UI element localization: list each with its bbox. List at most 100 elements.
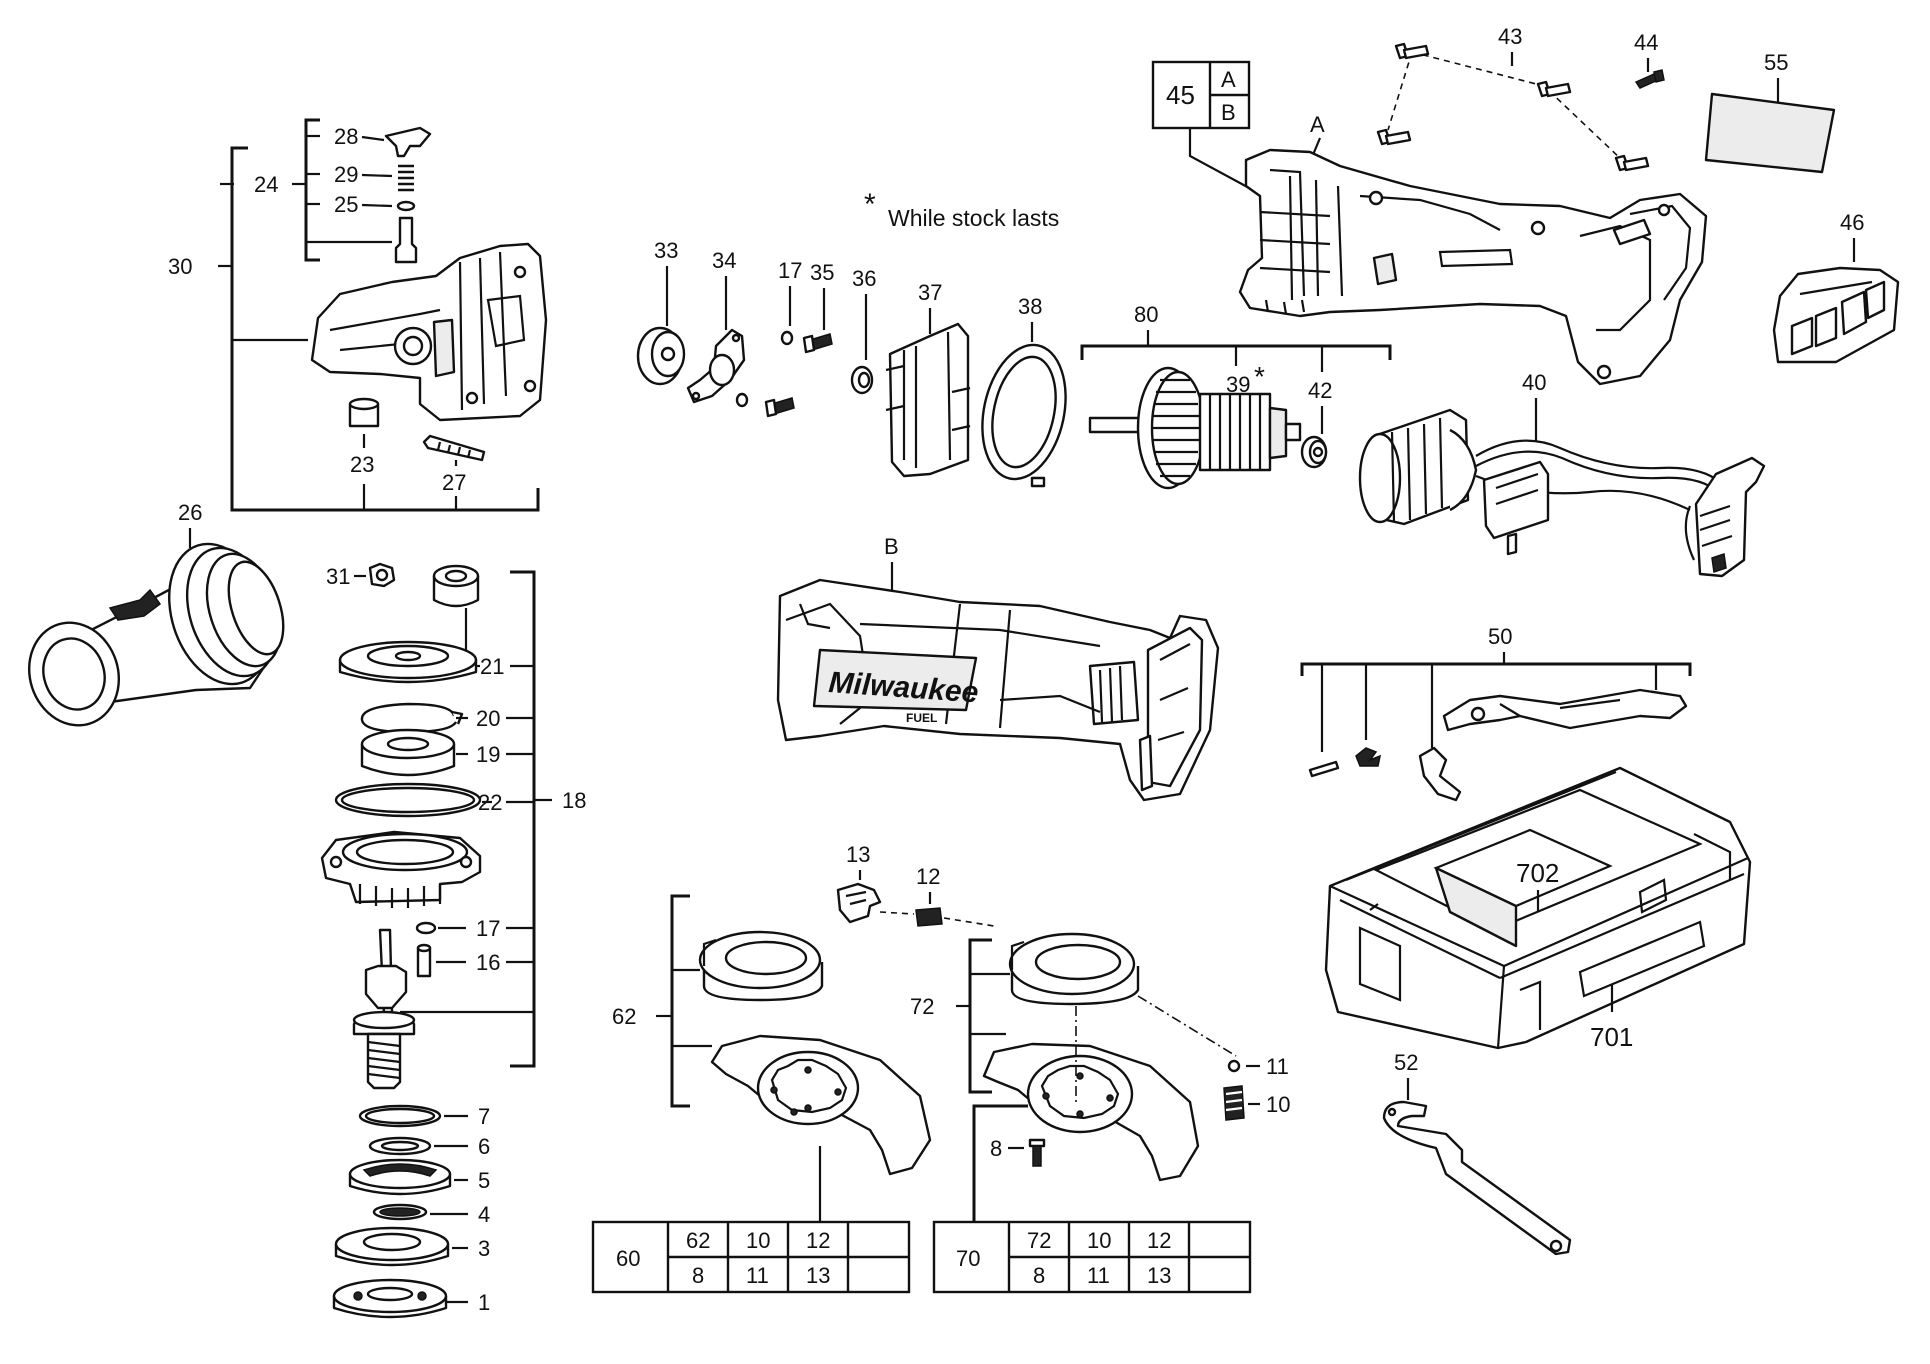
callout-26: 26 [178, 500, 202, 525]
callout-55: 55 [1764, 50, 1788, 75]
callout-40: 40 [1522, 370, 1546, 395]
callout-28: 28 [334, 124, 358, 149]
bracket-72 [968, 938, 992, 1094]
callout-35: 35 [810, 260, 834, 285]
gear-case-group: 24 30 28 29 25 [168, 118, 548, 512]
table-60-r2c3: 13 [806, 1263, 830, 1288]
box-45-bottom: B [1221, 100, 1236, 125]
table-60-r2c2: 11 [746, 1263, 769, 1288]
spindle-lock-button [384, 126, 432, 158]
spindle-group: 18 31 21 20 19 22 [320, 562, 586, 1319]
callout-4: 4 [478, 1202, 490, 1227]
spindle-washer [415, 921, 437, 935]
carry-case: 702 701 [1324, 766, 1752, 1052]
table-70-r2c2: 11 [1087, 1263, 1110, 1288]
callout-42: 42 [1308, 378, 1332, 403]
motor-housing [776, 578, 1220, 802]
table-70-r2c3: 13 [1147, 1263, 1171, 1288]
callout-30: 30 [168, 254, 192, 279]
table-70-r1c3: 12 [1147, 1228, 1171, 1253]
table-60-r1c3: 12 [806, 1228, 830, 1253]
callout-31: 31 [326, 564, 350, 589]
table-70-r1c2: 10 [1087, 1228, 1111, 1253]
callout-44: 44 [1634, 30, 1658, 55]
spanner-body [1382, 1100, 1572, 1256]
armature-shaft [1088, 416, 1146, 434]
housing-half-b: B Milwaukee FUEL [776, 534, 1220, 802]
retaining-ring [360, 702, 458, 734]
switch-module [1694, 456, 1766, 578]
baffle-37 [888, 322, 970, 478]
callout-13: 13 [846, 842, 870, 867]
spanner-wrench: 52 [1382, 1050, 1572, 1256]
switch-spring [1355, 747, 1382, 767]
callout-3: 3 [478, 1236, 490, 1261]
lock-o-ring [396, 200, 416, 212]
side-handle: 26 [27, 500, 285, 727]
callout-43: 43 [1498, 24, 1522, 49]
callout-B: B [884, 534, 899, 559]
table-60: 60 62 10 12 8 11 13 [591, 1220, 911, 1294]
table-60-r1c1: 62 [686, 1228, 710, 1253]
callout-1: 1 [478, 1290, 490, 1315]
callout-24: 24 [254, 172, 278, 197]
paddle-switch [1442, 688, 1688, 732]
callout-34: 34 [712, 248, 736, 273]
callout-701: 701 [1590, 1022, 1633, 1052]
box-45-top: A [1221, 67, 1236, 92]
callout-17-spindle: 17 [476, 916, 500, 941]
callout-7: 7 [478, 1104, 490, 1129]
battery-latch-plate: 46 [1772, 210, 1900, 364]
lock-spring [398, 164, 414, 192]
detent-ball [1227, 1059, 1241, 1073]
label-plate [1704, 92, 1836, 174]
callout-38: 38 [1018, 294, 1042, 319]
table-60-r1c2: 10 [746, 1228, 770, 1253]
callout-18: 18 [562, 788, 586, 813]
callout-80: 80 [1134, 302, 1158, 327]
callout-A: A [1310, 112, 1325, 137]
table-70-r1c1: 72 [1027, 1228, 1051, 1253]
footnote: * While stock lasts [864, 188, 1059, 231]
guard-screw [1028, 1138, 1046, 1148]
callout-16: 16 [476, 950, 500, 975]
callout-12: 12 [916, 864, 940, 889]
callout-10: 10 [1266, 1092, 1290, 1117]
callout-62: 62 [612, 1004, 636, 1029]
callout-27: 27 [442, 470, 466, 495]
callout-20: 20 [476, 706, 500, 731]
armature-group: 80 39 * 42 [1080, 302, 1392, 490]
callout-37: 37 [918, 280, 942, 305]
callout-50: 50 [1488, 624, 1512, 649]
lock-off-lever [1418, 746, 1462, 802]
bracket-30 [230, 146, 540, 512]
table-60-id: 60 [616, 1246, 640, 1271]
housing-a-shell [1238, 148, 1708, 386]
callout-36: 36 [852, 266, 876, 291]
brand-series: FUEL [906, 711, 937, 725]
latch-spring [915, 907, 943, 927]
callout-8: 8 [990, 1136, 1002, 1161]
bracket-62 [670, 894, 690, 1108]
guard-72-group: 72 11 10 8 [910, 932, 1290, 1222]
armature-core [1198, 392, 1272, 472]
callout-19: 19 [476, 742, 500, 767]
housing-half-a: A [1238, 112, 1708, 386]
table-70: 70 72 10 12 8 11 13 [932, 1220, 1252, 1294]
stator-electronics: 40 [1358, 370, 1766, 578]
brand-plate [812, 648, 978, 712]
callout-702: 702 [1516, 858, 1559, 888]
callout-6: 6 [478, 1134, 490, 1159]
leader-45 [1188, 128, 1265, 197]
box-45-main: 45 [1166, 80, 1195, 110]
callout-22: 22 [478, 790, 502, 815]
callout-52: 52 [1394, 1050, 1418, 1075]
paddle-switch-group: 50 [1300, 624, 1692, 802]
callout-11: 11 [1266, 1054, 1289, 1079]
callout-46: 46 [1840, 210, 1864, 235]
guard-62-group: 62 [612, 894, 932, 1222]
callout-72: 72 [910, 994, 934, 1019]
lock-pin [394, 216, 418, 264]
gear-case [310, 242, 548, 422]
